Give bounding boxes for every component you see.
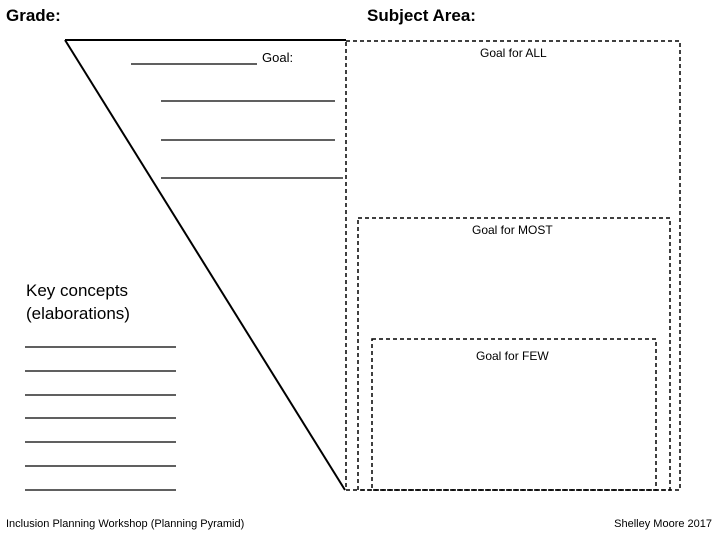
goal-for-most-label: Goal for MOST (472, 223, 553, 237)
key-concepts-heading: Key concepts (elaborations) (26, 279, 130, 325)
subject-area-label: Subject Area: (367, 6, 476, 25)
grade-label: Grade: (6, 6, 61, 25)
goal-for-few-label: Goal for FEW (476, 349, 549, 363)
key-concepts-line-2: (elaborations) (26, 304, 130, 323)
goal-all-box (345, 40, 681, 491)
key-concepts-line-1: Key concepts (26, 281, 129, 300)
footer-left-text: Inclusion Planning Workshop (Planning Py… (6, 518, 245, 530)
footer-right-text: Shelley Moore 2017 (614, 518, 712, 530)
goal-few-box (371, 338, 657, 491)
pyramid-slant-edge (64, 39, 346, 491)
goal-most-box (357, 217, 671, 491)
goal-for-all-label: Goal for ALL (480, 46, 547, 60)
goal-label: Goal: (262, 50, 294, 65)
